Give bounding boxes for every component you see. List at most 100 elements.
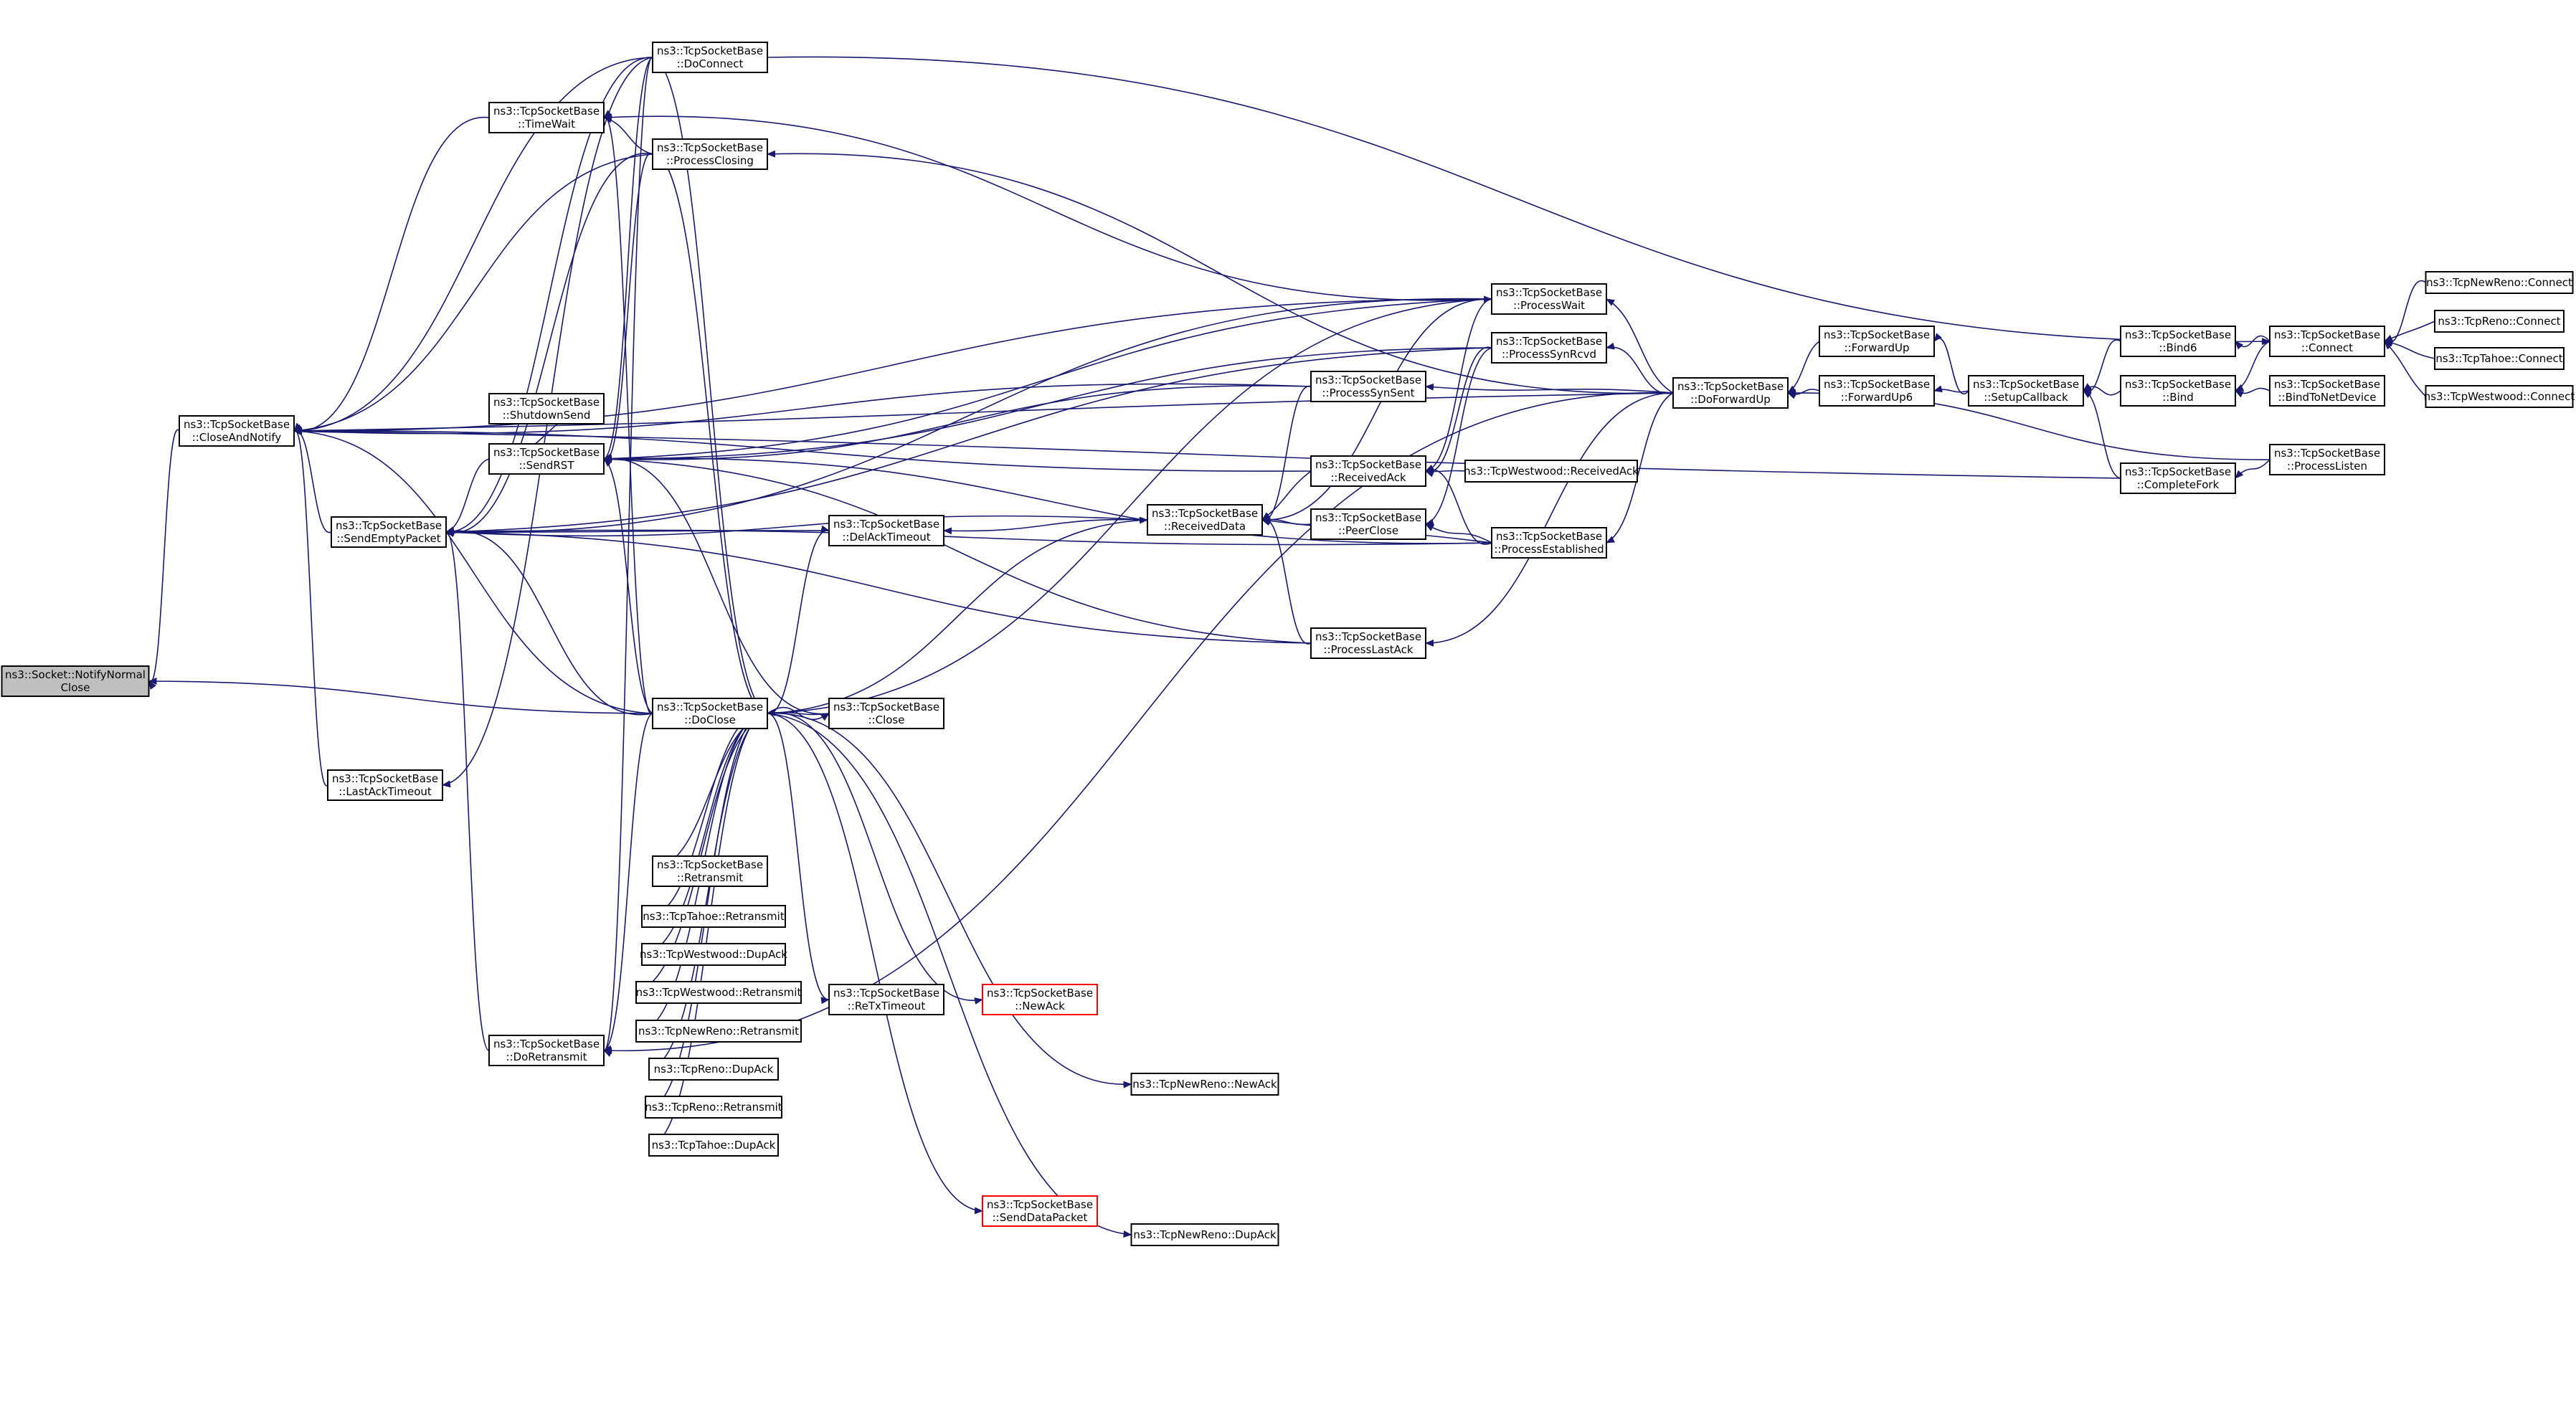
edge-connect-to-bind6	[2235, 335, 2270, 350]
edge-doclose-to-processwait	[767, 295, 1492, 714]
node-label-line: ns3::TcpSocketBase	[657, 701, 763, 713]
edge-doclose-to-retransmit	[652, 713, 768, 873]
node-label-line: ns3::TcpSocketBase	[2125, 378, 2231, 391]
edge-doclose-to-retxtimeout	[767, 713, 830, 1005]
node-westwood_receivedack[interactable]: ns3::TcpWestwood::ReceivedAck	[1464, 460, 1639, 483]
edge-doforwardup-to-processestablished	[1606, 392, 1674, 544]
node-completefork[interactable]: ns3::TcpSocketBase::CompleteFork	[2120, 462, 2236, 494]
node-processsynrcvd[interactable]: ns3::TcpSocketBase::ProcessSynRcvd	[1491, 332, 1607, 364]
edge-doforwardup-to-processwait	[1606, 298, 1674, 394]
node-label-line: ns3::TcpSocketBase	[1824, 328, 1930, 341]
node-lastacktimeout[interactable]: ns3::TcpSocketBase::LastAckTimeout	[327, 769, 443, 801]
node-sendrst[interactable]: ns3::TcpSocketBase::SendRST	[488, 443, 605, 475]
node-doforwardup[interactable]: ns3::TcpSocketBase::DoForwardUp	[1672, 377, 1789, 409]
node-reno_connect[interactable]: ns3::TcpReno::Connect	[2434, 310, 2565, 333]
node-receivedack[interactable]: ns3::TcpSocketBase::ReceivedAck	[1310, 455, 1426, 487]
node-box	[828, 984, 944, 1015]
node-retxtimeout[interactable]: ns3::TcpSocketBase::ReTxTimeout	[828, 984, 944, 1015]
node-doconnect[interactable]: ns3::TcpSocketBase::DoConnect	[652, 42, 768, 73]
node-bind6[interactable]: ns3::TcpSocketBase::Bind6	[2120, 326, 2236, 357]
node-closeandnotify[interactable]: ns3::TcpSocketBase::CloseAndNotify	[179, 415, 295, 447]
node-label-line: ::ForwardUp6	[1841, 391, 1913, 404]
node-label-line: ns3::TcpNewReno::DupAck	[1133, 1228, 1277, 1241]
node-tahoe_dupack[interactable]: ns3::TcpTahoe::DupAck	[648, 1134, 779, 1157]
node-processestablished[interactable]: ns3::TcpSocketBase::ProcessEstablished	[1491, 527, 1607, 559]
node-setupcallback[interactable]: ns3::TcpSocketBase::SetupCallback	[1968, 375, 2084, 407]
edge-newreno_connect-to-connect	[2384, 280, 2426, 349]
node-box	[652, 138, 768, 170]
node-reno_retransmit[interactable]: ns3::TcpReno::Retransmit	[645, 1096, 782, 1119]
node-label-line: ns3::TcpReno::DupAck	[654, 1063, 774, 1076]
node-label-line: ::DelAckTimeout	[842, 531, 930, 544]
edge-doclose-to-sendrst	[603, 458, 653, 714]
edge-delacktimeout-to-sendemptypacket	[445, 528, 830, 536]
node-label-line: ns3::TcpSocketBase	[833, 518, 939, 531]
edge-processsynsent-to-closeandnotify	[293, 383, 1312, 435]
edge-reno_connect-to-connect	[2384, 321, 2435, 342]
node-box	[1310, 627, 1426, 659]
edge-doforwardup-to-processsynrcvd	[1606, 342, 1674, 394]
node-newreno_dupack[interactable]: ns3::TcpNewReno::DupAck	[1130, 1223, 1279, 1246]
node-reno_dupack[interactable]: ns3::TcpReno::DupAck	[648, 1058, 779, 1081]
node-processlisten[interactable]: ns3::TcpSocketBase::ProcessListen	[2269, 444, 2385, 475]
edge-bind-to-setupcallback	[2083, 383, 2121, 396]
node-westwood_retransmit[interactable]: ns3::TcpWestwood::Retransmit	[635, 981, 802, 1004]
node-box	[2269, 326, 2385, 357]
node-tahoe_retransmit[interactable]: ns3::TcpTahoe::Retransmit	[641, 905, 786, 928]
node-newreno_newack[interactable]: ns3::TcpNewReno::NewAck	[1130, 1073, 1279, 1096]
edge-receiveddata-to-delacktimeout	[943, 518, 1148, 535]
node-processlastack[interactable]: ns3::TcpSocketBase::ProcessLastAck	[1310, 627, 1426, 659]
node-label-line: ::Retransmit	[677, 871, 743, 884]
edge-completefork-to-closeandnotify	[293, 427, 2121, 479]
node-box	[1819, 375, 1935, 407]
edge-processestablished-to-sendemptypacket	[445, 528, 1492, 546]
node-label-line: ::ProcessListen	[2287, 460, 2367, 473]
node-newreno_retransmit[interactable]: ns3::TcpNewReno::Retransmit	[635, 1020, 802, 1043]
node-label-line: ns3::TcpSocketBase	[1315, 458, 1421, 471]
node-processclosing[interactable]: ns3::TcpSocketBase::ProcessClosing	[652, 138, 768, 170]
node-senddatapacket[interactable]: ns3::TcpSocketBase::SendDataPacket	[982, 1195, 1098, 1227]
edge-processwait-to-timewait	[603, 113, 1492, 301]
node-doretransmit[interactable]: ns3::TcpSocketBase::DoRetransmit	[488, 1035, 605, 1066]
edge-doforwardup-to-doretransmit	[603, 392, 1674, 1055]
edge-westwood_connect-to-connect	[2384, 341, 2427, 397]
node-shutdownsend[interactable]: ns3::TcpSocketBase::ShutdownSend	[488, 393, 605, 424]
node-peerclose[interactable]: ns3::TcpSocketBase::PeerClose	[1310, 508, 1426, 540]
node-label-line: ::Connect	[2301, 341, 2353, 354]
node-box	[2269, 375, 2385, 407]
node-bindtonetdevice[interactable]: ns3::TcpSocketBase::BindToNetDevice	[2269, 375, 2385, 407]
node-receiveddata[interactable]: ns3::TcpSocketBase::ReceivedData	[1147, 504, 1263, 536]
node-newack[interactable]: ns3::TcpSocketBase::NewAck	[982, 984, 1098, 1015]
edge-processestablished-to-sendrst	[603, 455, 1492, 544]
node-processwait[interactable]: ns3::TcpSocketBase::ProcessWait	[1491, 283, 1607, 315]
node-label-line: ::ForwardUp	[1845, 341, 1910, 354]
node-box	[641, 943, 786, 966]
node-label-line: ::TimeWait	[518, 118, 575, 131]
node-doclose[interactable]: ns3::TcpSocketBase::DoClose	[652, 698, 768, 729]
node-bind[interactable]: ns3::TcpSocketBase::Bind	[2120, 375, 2236, 407]
node-westwood_dupack[interactable]: ns3::TcpWestwood::DupAck	[640, 943, 787, 966]
node-sendemptypacket[interactable]: ns3::TcpSocketBase::SendEmptyPacket	[331, 516, 447, 548]
node-westwood_connect[interactable]: ns3::TcpWestwood::Connect	[2424, 385, 2575, 408]
edge-processestablished-to-receivedack	[1425, 464, 1492, 545]
node-newreno_connect[interactable]: ns3::TcpNewReno::Connect	[2425, 271, 2574, 294]
node-tahoe_connect[interactable]: ns3::TcpTahoe::Connect	[2434, 347, 2565, 370]
node-processsynsent[interactable]: ns3::TcpSocketBase::ProcessSynSent	[1310, 371, 1426, 402]
node-forwardup6[interactable]: ns3::TcpSocketBase::ForwardUp6	[1819, 375, 1935, 407]
node-forwardup[interactable]: ns3::TcpSocketBase::ForwardUp	[1819, 326, 1935, 357]
node-delacktimeout[interactable]: ns3::TcpSocketBase::DelAckTimeout	[828, 515, 944, 546]
node-close[interactable]: ns3::TcpSocketBase::Close	[828, 698, 944, 729]
edge-processsynsent-to-receiveddata	[1261, 386, 1312, 526]
node-timewait[interactable]: ns3::TcpSocketBase::TimeWait	[488, 102, 605, 133]
node-box	[648, 1058, 779, 1081]
edge-processlastack-to-sendemptypacket	[445, 528, 1312, 644]
node-box	[488, 1035, 605, 1066]
edge-processsynrcvd-to-sendemptypacket	[445, 347, 1492, 536]
node-retransmit[interactable]: ns3::TcpSocketBase::Retransmit	[652, 855, 768, 887]
node-label-line: ::Bind6	[2159, 341, 2197, 354]
edge-sendrst-to-sendemptypacket	[445, 458, 490, 533]
node-connect[interactable]: ns3::TcpSocketBase::Connect	[2269, 326, 2385, 357]
edge-doclose-to-timewait	[603, 110, 653, 714]
edge-doclose-to-newack	[767, 712, 983, 1005]
